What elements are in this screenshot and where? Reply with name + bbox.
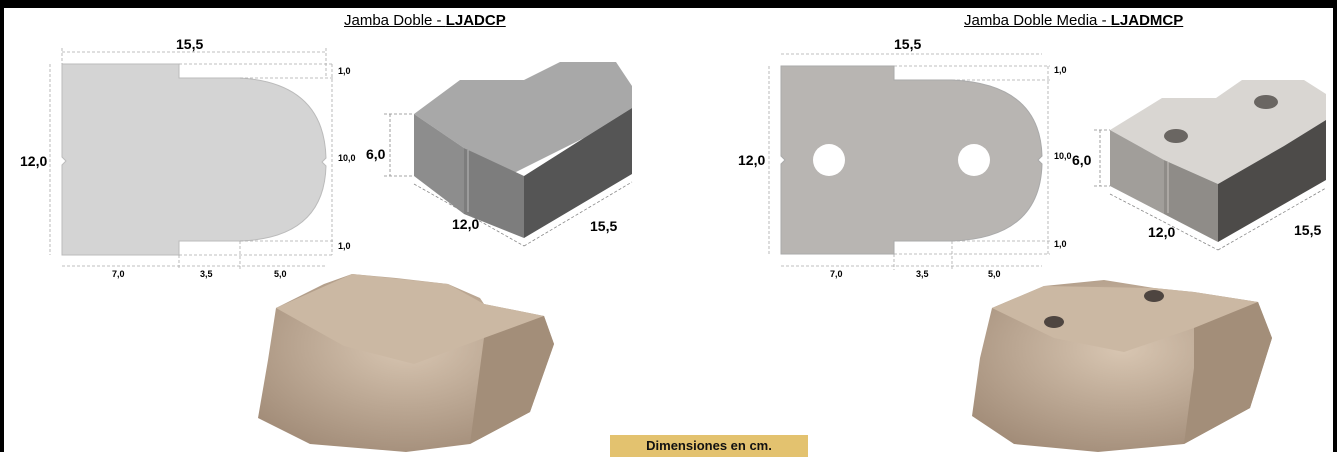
right-iso-length-label: 15,5	[1294, 222, 1322, 238]
right-title-code: LJADMCP	[1110, 12, 1184, 29]
right-profile-width-label: 15,5	[894, 36, 922, 52]
left-iso-depth-label: 12,0	[452, 216, 480, 232]
left-profile-round-height-label: 10,0	[338, 153, 356, 163]
left-iso-height-label: 6,0	[366, 146, 386, 162]
right-profile-height-label: 12,0	[738, 152, 766, 168]
right-title: Jamba Doble Media - LJADMCP	[964, 12, 1183, 29]
right-brick-hole-1	[1044, 316, 1064, 328]
left-title-name: Jamba Doble -	[344, 12, 446, 29]
left-profile-shape	[61, 63, 327, 256]
right-brick-photo	[972, 280, 1272, 452]
left-profile-width-label: 15,5	[176, 36, 204, 52]
left-profile-seg2-label: 3,5	[200, 269, 213, 279]
left-profile-notch-top-label: 1,0	[338, 66, 351, 76]
right-profile-hole-1	[813, 144, 845, 176]
right-profile-round-height-label: 10,0	[1054, 151, 1072, 161]
left-profile-seg1-label: 7,0	[112, 269, 125, 279]
left-brick-photo	[258, 274, 554, 452]
left-profile-drawing	[49, 48, 334, 270]
right-profile-seg1-label: 7,0	[830, 269, 843, 279]
right-iso-hole-1	[1164, 129, 1188, 143]
left-profile-notch-bottom-label: 1,0	[338, 241, 351, 251]
right-profile-notch-bottom-label: 1,0	[1054, 239, 1067, 249]
left-profile-height-label: 12,0	[20, 153, 48, 169]
left-iso-length-label: 15,5	[590, 218, 618, 234]
left-title-code: LJADCP	[445, 12, 506, 29]
left-title: Jamba Doble - LJADCP	[344, 12, 506, 29]
right-profile-notch-top-label: 1,0	[1054, 65, 1067, 75]
right-iso-block	[1094, 80, 1327, 251]
right-iso-hole-2	[1254, 95, 1278, 109]
left-profile-seg3-label: 5,0	[274, 269, 287, 279]
right-title-name: Jamba Doble Media -	[964, 12, 1111, 29]
right-profile-drawing	[768, 53, 1050, 270]
right-brick-hole-2	[1144, 290, 1164, 302]
right-profile-seg2-label: 3,5	[916, 269, 929, 279]
drawing-canvas	[49, 48, 1327, 452]
right-profile-seg3-label: 5,0	[988, 269, 1001, 279]
units-note: Dimensiones en cm.	[610, 435, 808, 457]
right-profile-hole-2	[958, 144, 990, 176]
right-iso-depth-label: 12,0	[1148, 224, 1176, 240]
right-iso-height-label: 6,0	[1072, 152, 1092, 168]
left-iso-block	[384, 62, 633, 247]
